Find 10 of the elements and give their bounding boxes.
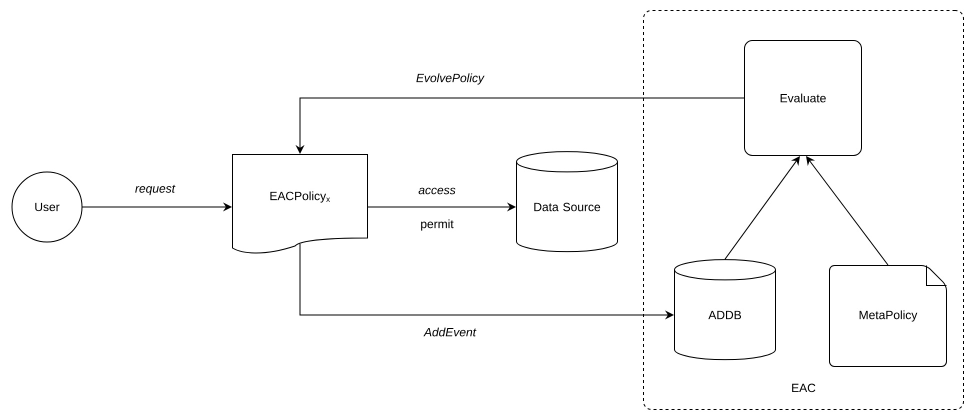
edge-label: AddEvent [423,328,476,336]
annotation-text: permit [421,219,454,231]
database-cylinder: Data Source [516,151,618,252]
edge-label: request [135,184,176,196]
edge-label: EvolvePolicy [416,73,485,85]
arrow [724,156,800,260]
edge-label: access [418,188,456,194]
database-cylinder: ADDB [674,259,776,360]
process-box: Evaluate [744,40,862,156]
arrow [806,156,888,266]
